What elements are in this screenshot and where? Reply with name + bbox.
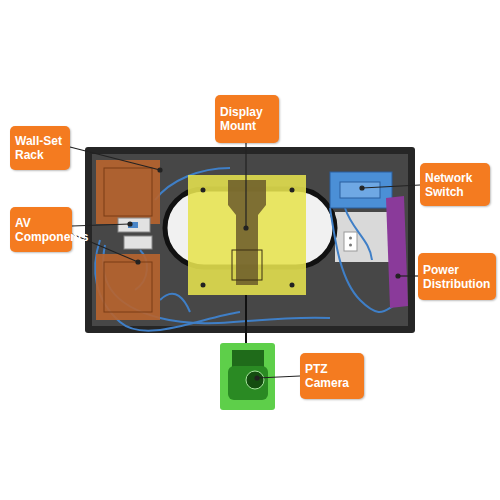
leader-dot xyxy=(158,168,162,172)
power-outlet xyxy=(344,232,357,251)
leader-line xyxy=(72,224,130,226)
leader-dot xyxy=(244,226,248,230)
av-component xyxy=(118,218,150,232)
leader-line xyxy=(257,376,300,378)
power-strip xyxy=(386,196,408,308)
leader-line xyxy=(362,185,420,188)
display-mount xyxy=(188,175,306,295)
enclosure-frame xyxy=(85,147,415,333)
leader-dot xyxy=(360,186,364,190)
callout-label: Network Switch xyxy=(420,163,490,206)
av-component xyxy=(124,236,152,249)
leader-lines xyxy=(70,143,420,380)
callout-label: Power Distribution xyxy=(418,253,496,300)
mount-screw xyxy=(201,188,206,193)
cable xyxy=(345,208,372,260)
callout-text: Wall-Set Rack xyxy=(15,134,65,162)
callout-text: AV Components xyxy=(15,216,67,244)
callout-text: Power Distribution xyxy=(423,263,491,291)
leader-dot xyxy=(396,274,400,278)
wall-set-rack xyxy=(96,254,160,320)
camera-cable xyxy=(245,295,247,343)
av-component-port xyxy=(128,222,138,228)
cable xyxy=(160,294,190,312)
mount-bracket xyxy=(232,250,262,280)
callout-text: Display Mount xyxy=(220,105,274,133)
mount-screw xyxy=(290,283,295,288)
rack-detail xyxy=(104,262,152,312)
ptz-camera xyxy=(228,366,268,400)
leader-line xyxy=(70,147,160,170)
enclosure-back xyxy=(92,154,408,326)
mount-screw xyxy=(201,283,206,288)
callout-label: PTZ Camera xyxy=(300,353,364,399)
callout-text: Network Switch xyxy=(425,171,485,199)
leader-dot xyxy=(255,376,259,380)
wall-set-rack xyxy=(96,160,160,224)
callout-text: PTZ Camera xyxy=(305,362,359,390)
switch-ports xyxy=(340,182,380,198)
callout-label: Display Mount xyxy=(215,95,279,143)
network-switch xyxy=(330,172,392,208)
callout-label: Wall-Set Rack xyxy=(10,126,70,170)
leader-line xyxy=(72,234,138,262)
cable xyxy=(330,208,395,312)
leader-dot xyxy=(136,260,140,264)
leader-dot xyxy=(128,222,132,226)
callout-label: AV Components xyxy=(10,207,72,252)
rack-detail xyxy=(104,168,152,216)
mount-screw xyxy=(290,188,295,193)
camera-lens xyxy=(246,371,264,389)
outlet-socket xyxy=(349,237,352,240)
leader-line xyxy=(398,275,420,276)
leader-line xyxy=(245,143,246,228)
mount-plate xyxy=(228,180,266,285)
ptz-camera-highlight xyxy=(220,343,275,410)
camera-base xyxy=(232,350,264,368)
outlet-socket xyxy=(349,244,352,247)
